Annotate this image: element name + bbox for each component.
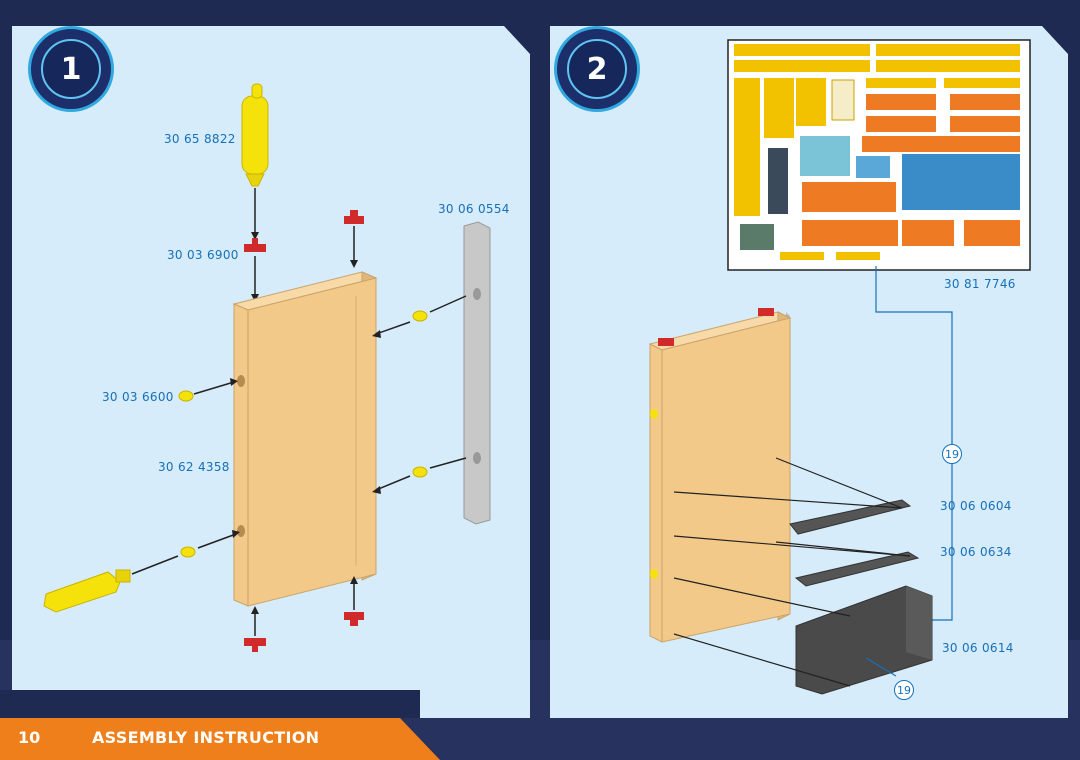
yellow-peg-right-top (412, 310, 428, 322)
step-1-panel: 1 30 65 8822 30 03 6900 30 06 0554 30 03… (12, 26, 530, 718)
part-number-sticker-sheet: 30 81 7746 (944, 277, 1016, 291)
red-clip-bottom-right (344, 612, 364, 626)
grey-plate-b (794, 551, 920, 587)
step-2-badge: 2 (554, 26, 640, 112)
yellow-peg-right-bottom (412, 466, 428, 478)
step-1-number: 1 (41, 39, 101, 99)
grey-plate-a (789, 499, 912, 535)
part-number-plate-b: 30 06 0634 (940, 545, 1012, 559)
tan-wall-panel-assembled (648, 308, 792, 643)
callout-19-bottom: 19 (894, 680, 914, 700)
part-number-red-clip: 30 03 6900 (167, 248, 239, 262)
step-2-illustration (648, 39, 1031, 695)
step-1-illustration (43, 83, 491, 652)
red-clip-corner (344, 210, 364, 224)
part-number-rail: 30 06 0554 (438, 202, 510, 216)
footer-bar (0, 718, 440, 760)
footer-title: ASSEMBLY INSTRUCTION (92, 728, 320, 747)
screwdriver-tool-lower (43, 569, 131, 613)
part-number-box: 30 06 0614 (942, 641, 1014, 655)
screwdriver-tool (241, 83, 269, 187)
red-clip-bottom-left (244, 638, 266, 652)
part-number-yellow-peg: 30 03 6600 (102, 390, 174, 404)
step-2-number: 2 (567, 39, 627, 99)
part-number-tool: 30 65 8822 (164, 132, 236, 146)
yellow-peg-lower-left (180, 546, 196, 558)
sticker-sheet (727, 39, 1031, 271)
footer-decoration (0, 690, 420, 718)
tan-wall-panel (232, 271, 378, 607)
step-1-badge: 1 (28, 26, 114, 112)
grey-rail (463, 221, 491, 525)
callout-19-top: 19 (942, 444, 962, 464)
part-number-panel: 30 62 4358 (158, 460, 230, 474)
yellow-peg-left (178, 390, 194, 402)
part-number-plate-a: 30 06 0604 (940, 499, 1012, 513)
step-2-panel: 2 30 81 7746 19 30 06 0604 30 06 0634 30… (550, 26, 1068, 718)
page-number: 10 (18, 728, 41, 747)
grey-box (795, 585, 933, 695)
red-clip-top (244, 238, 266, 252)
